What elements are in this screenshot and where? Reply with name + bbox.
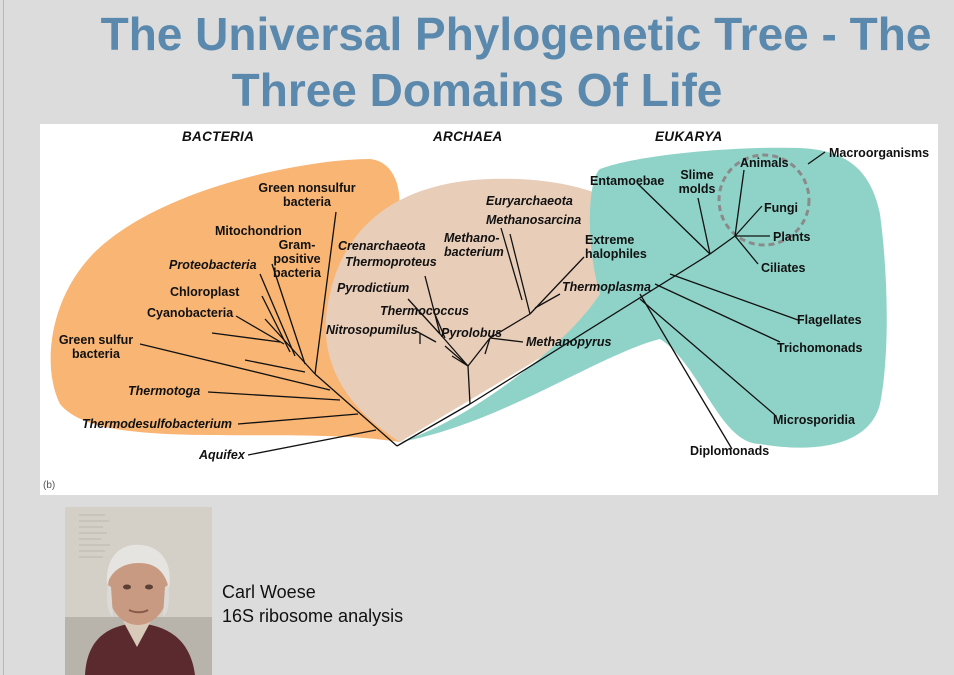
domain-bacteria: BACTERIA [182,129,255,144]
slide-border [3,0,4,675]
label-crenarchaeota: Crenarchaeota [338,239,426,253]
caption-name: Carl Woese [222,582,316,602]
label-nitrosopumilus: Nitrosopumilus [326,323,418,337]
label-entamoebae: Entamoebae [590,174,665,188]
label-slime-molds: Slime molds [678,168,716,196]
label-trichomonads: Trichomonads [777,341,863,355]
label-ciliates: Ciliates [761,261,806,275]
label-diplomonads: Diplomonads [690,444,770,458]
label-plants: Plants [773,230,811,244]
caption-description: 16S ribosome analysis [222,606,404,626]
tree-graphic [50,147,887,456]
label-mitochondrion: Mitochondrion [215,224,302,238]
label-thermococcus: Thermococcus [380,304,469,318]
photo-caption: Carl Woese 16S ribosome analysis [222,580,403,628]
label-thermoplasma: Thermoplasma [562,280,651,294]
panel-tag: (b) [43,480,56,491]
label-proteobacteria: Proteobacteria [169,258,257,272]
label-methanopyrus: Methanopyrus [526,335,612,349]
label-extreme-halophiles: Extreme halophiles [585,233,647,261]
eukarya-region [400,147,887,448]
title-line-2: Three Domains Of Life [231,64,723,116]
label-methanosarcina: Methanosarcina [486,213,582,227]
domain-eukarya: EUKARYA [655,129,723,144]
archaea-region [325,178,651,442]
label-pyrolobus: Pyrolobus [441,326,503,340]
label-flagellates: Flagellates [797,313,862,327]
label-thermoproteus: Thermoproteus [345,255,437,269]
label-aquifex: Aquifex [199,448,245,462]
label-methanobacterium: Methano- bacterium [444,231,504,259]
label-green-sulfur: Green sulfur bacteria [58,333,134,361]
phylogenetic-tree-diagram: BACTERIA ARCHAEA EUKARYA Green nonsulfur… [40,124,938,495]
label-pyrodictium: Pyrodictium [337,281,410,295]
label-fungi: Fungi [764,201,799,215]
label-thermodesulfobacterium: Thermodesulfobacterium [82,417,233,431]
label-microsporidia: Microsporidia [773,413,855,427]
carl-woese-photo [65,507,212,675]
label-chloroplast: Chloroplast [170,285,240,299]
label-thermotoga: Thermotoga [128,384,201,398]
domain-archaea: ARCHAEA [433,129,503,144]
tree-branches [139,151,826,456]
label-gram-positive: Gram- positive bacteria [273,238,321,280]
macroorganisms-circle [717,153,811,247]
title-line-1: The Universal Phylogenetic Tree - The [100,8,932,60]
label-green-nonsulfur: Green nonsulfur bacteria [258,181,356,209]
label-cyanobacteria: Cyanobacteria [147,306,234,320]
label-animals: Animals [740,156,789,170]
slide-title: The Universal Phylogenetic Tree - The Th… [0,6,954,118]
label-euryarchaeota: Euryarchaeota [486,194,573,208]
label-macroorganisms: Macroorganisms [829,146,930,160]
